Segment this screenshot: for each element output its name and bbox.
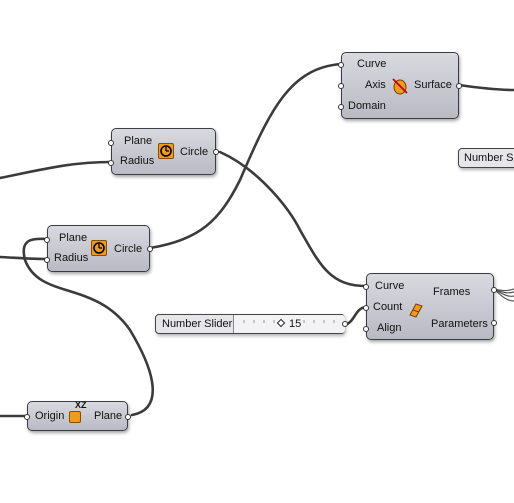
input-label-radius: Radius [54, 252, 89, 264]
slider-label: Number Slider [162, 318, 233, 330]
number-slider-partial[interactable]: Number Sli [458, 148, 514, 168]
input-label-align: Align [377, 322, 402, 334]
port-radius-in[interactable] [108, 160, 114, 166]
port-radius-in[interactable] [44, 257, 50, 263]
circle-icon [158, 143, 174, 159]
circle-component-mid[interactable]: Plane Radius Circle [44, 225, 153, 272]
port-origin-in[interactable] [24, 414, 30, 420]
input-label-curve: Curve [375, 280, 405, 292]
revolve-component[interactable]: Curve Axis Domain Surface [338, 52, 462, 119]
port-circle-out[interactable] [213, 149, 219, 155]
xz-badge: XZ [75, 400, 87, 410]
wire-surface-out [457, 83, 514, 92]
port-count-in[interactable] [363, 305, 369, 311]
port-align-in[interactable] [363, 326, 369, 332]
revolve-icon [391, 77, 408, 95]
circle-icon [91, 240, 107, 256]
slider-value: 15 [289, 318, 302, 330]
port-axis-in[interactable] [338, 83, 344, 89]
input-label-origin: Origin [35, 410, 65, 422]
slider-label: Number Sli [464, 152, 514, 164]
port-domain-in[interactable] [338, 104, 344, 110]
port-slider-out[interactable] [342, 321, 348, 327]
frames-component[interactable]: Curve Count Align Frames Parameters [363, 273, 497, 340]
number-slider[interactable]: Number Slider 15 [155, 314, 348, 334]
port-plane-in[interactable] [44, 237, 50, 243]
slider-track[interactable]: 15 [233, 315, 345, 333]
output-label-surface: Surface [414, 79, 452, 91]
output-label-plane: Plane [94, 410, 123, 422]
frames-icon [407, 300, 423, 318]
port-plane-in[interactable] [108, 140, 114, 146]
port-frames-out[interactable] [491, 287, 497, 293]
input-label-plane: Plane [124, 135, 153, 147]
input-label-curve: Curve [357, 58, 387, 70]
circle-component-top[interactable]: Plane Radius Circle [108, 128, 219, 175]
wire-circle-mid-to-revolve [148, 62, 343, 250]
output-label-parameters: Parameters [431, 318, 488, 330]
port-curve-in[interactable] [338, 62, 344, 68]
xz-plane-component[interactable]: Origin XZ Plane [24, 400, 131, 431]
port-surface-out[interactable] [456, 83, 462, 89]
output-label-circle: Circle [114, 243, 143, 255]
wire-to-circle-top-radius [0, 160, 113, 180]
port-curve-in[interactable] [363, 284, 369, 290]
port-plane-out[interactable] [125, 414, 131, 420]
input-label-radius: Radius [120, 155, 155, 167]
input-label-axis: Axis [365, 79, 386, 91]
output-label-frames: Frames [433, 286, 471, 298]
input-label-count: Count [373, 301, 403, 313]
wire-circle-top-to-frames [218, 150, 368, 288]
input-label-domain: Domain [348, 100, 386, 112]
port-circle-out[interactable] [147, 246, 153, 252]
port-parameters-out[interactable] [491, 320, 497, 326]
xz-plane-icon [69, 411, 81, 423]
input-label-plane: Plane [59, 232, 88, 244]
output-label-circle: Circle [180, 146, 209, 158]
wire-plane-to-circle-mid [22, 237, 154, 417]
